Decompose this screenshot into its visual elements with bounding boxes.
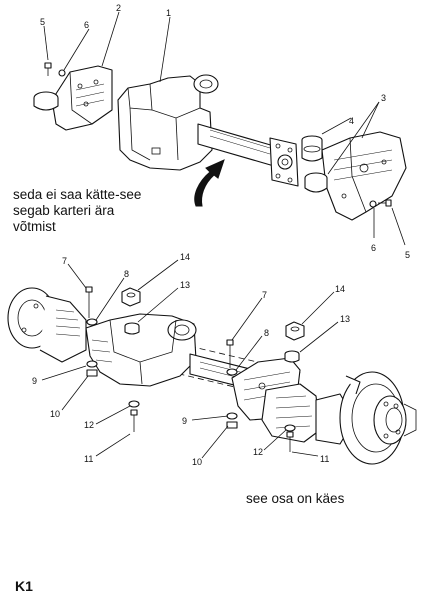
right-hub [261, 371, 417, 465]
callout-7-left: 7 [62, 256, 67, 266]
washer-6-left [58, 69, 66, 77]
front-axle-housing [117, 74, 299, 187]
callout-12-left: 12 [84, 420, 94, 430]
top-callout-leaders [43, 11, 406, 246]
callout-12-right: 12 [253, 447, 263, 457]
callout-9-left: 9 [32, 376, 37, 386]
note-top-line-3: võtmist [13, 219, 56, 234]
left-mount-bracket [33, 65, 113, 131]
callout-8-right: 8 [264, 328, 269, 338]
callout-4: 4 [349, 116, 354, 126]
callout-6-left: 6 [84, 20, 89, 30]
right-hardware-stack [226, 321, 305, 452]
callout-6-right: 6 [371, 243, 376, 253]
bolt-5-right [378, 199, 392, 207]
bolt-5-left [44, 62, 52, 76]
callout-11-right: 11 [320, 454, 329, 464]
callout-11-left: 11 [84, 454, 93, 464]
callout-7-right: 7 [262, 290, 267, 300]
right-mount-bracket [321, 131, 407, 221]
annotation-arrow [194, 159, 225, 207]
callout-13-right: 13 [340, 314, 350, 324]
callout-3: 3 [381, 93, 386, 103]
note-bottom: see osa on käes [246, 491, 345, 506]
callout-14-left: 14 [180, 252, 190, 262]
note-top: seda ei saa kätte-see segab karteri ära … [13, 187, 203, 235]
callout-9-right: 9 [182, 416, 187, 426]
callout-10-left: 10 [50, 409, 60, 419]
washer-6-right [369, 200, 377, 208]
sheet-id: K1 [15, 578, 33, 594]
left-hardware-stack [85, 286, 141, 432]
rubber-mount-4 [301, 135, 323, 162]
rubber-mount-3 [304, 172, 328, 193]
note-top-line-1: seda ei saa kätte-see [13, 187, 142, 202]
callout-14-right: 14 [335, 284, 345, 294]
note-top-line-2: segab karteri ära [13, 203, 115, 218]
left-hub [7, 287, 87, 363]
callout-13-left: 13 [180, 280, 190, 290]
callout-5-left: 5 [40, 17, 45, 27]
callout-5-right: 5 [405, 250, 410, 260]
callout-1: 1 [166, 8, 171, 18]
callout-2: 2 [116, 3, 121, 13]
bottom-callout-leaders [41, 259, 339, 459]
callout-10-right: 10 [192, 457, 202, 467]
callout-8-left: 8 [124, 269, 129, 279]
